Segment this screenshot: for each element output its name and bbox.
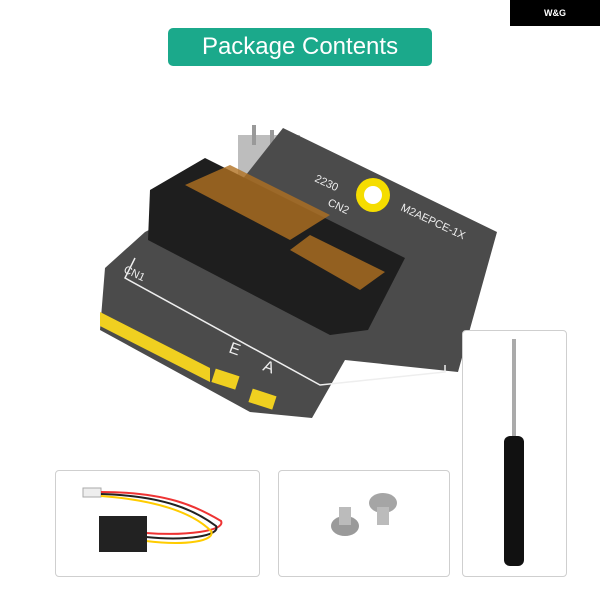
- cable-box: [55, 470, 260, 577]
- screwdriver-box: [462, 330, 567, 577]
- gold-fingers-main: [100, 312, 210, 382]
- screwdriver: [504, 339, 524, 566]
- sata-power-cable: [82, 487, 223, 552]
- page-title: Package Contents: [168, 28, 432, 66]
- screws-box: [278, 470, 450, 577]
- screws: [331, 493, 397, 536]
- pcie-slot: [148, 158, 405, 335]
- brand-logo: W&G: [510, 0, 600, 26]
- brand-logo-text: W&G: [544, 8, 566, 18]
